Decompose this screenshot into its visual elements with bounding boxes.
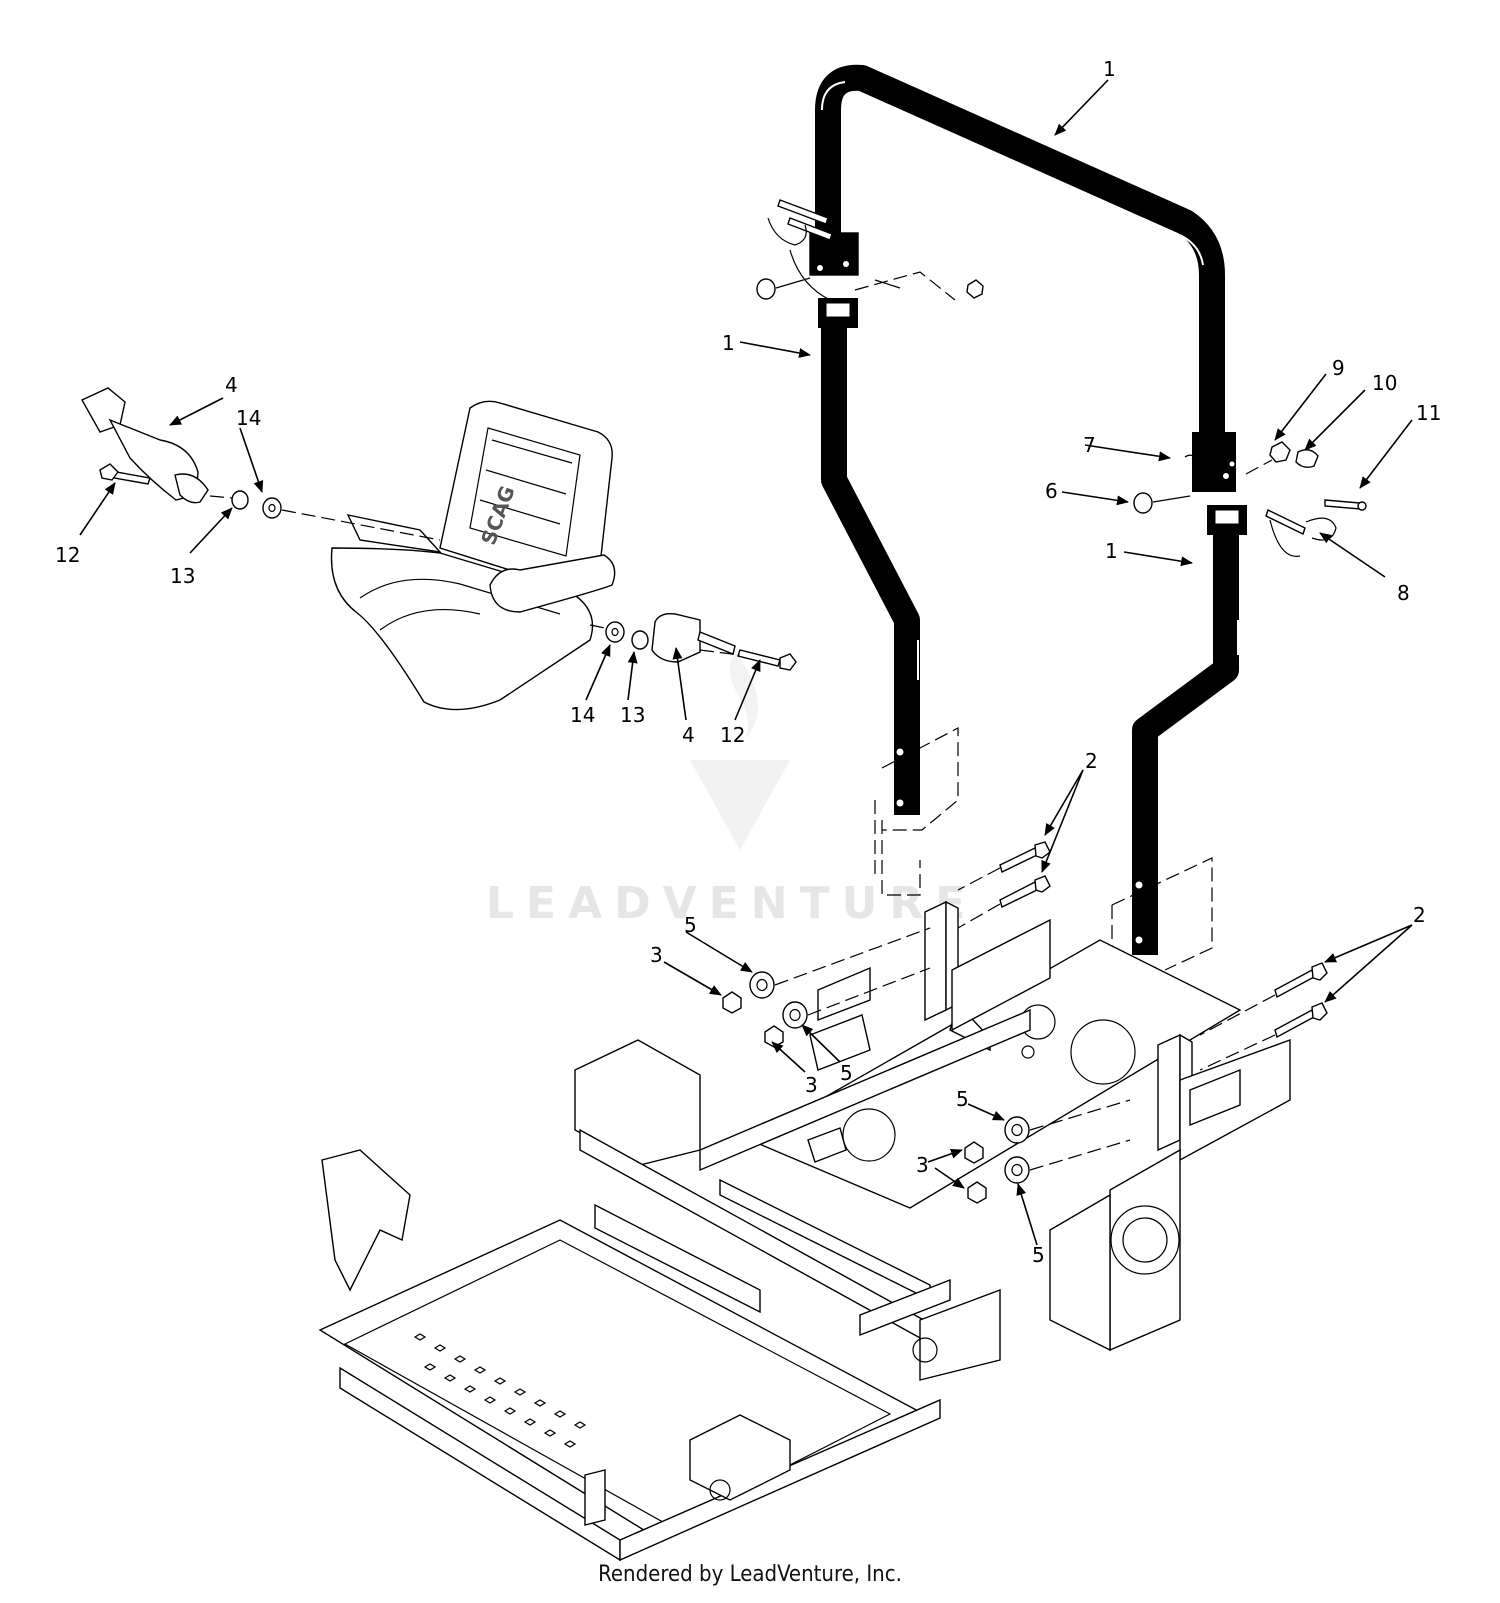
roll-bar-lower-left [818, 298, 920, 815]
seat-belt-buckle-right [589, 612, 797, 671]
callout-12-left: 12 [55, 543, 80, 567]
callout-2-left: 2 [1085, 749, 1098, 773]
upper-right-pivot-hardware [1133, 441, 1367, 557]
callout-12-right: 12 [720, 723, 745, 747]
bolts-left-pair [999, 841, 1051, 908]
callout-3-b: 3 [805, 1073, 818, 1097]
callout-3-a: 3 [650, 943, 663, 967]
callout-4-right: 4 [682, 723, 695, 747]
callout-1-right: 1 [1105, 539, 1118, 563]
roll-bar-upper [809, 64, 1236, 492]
callout-5-d: 5 [1032, 1243, 1045, 1267]
callout-10: 10 [1372, 371, 1397, 395]
callout-14-right: 14 [570, 703, 595, 727]
leader-lines [79, 79, 1413, 1246]
bolts-right-pair [1274, 962, 1328, 1039]
roll-bar-lower-right [1132, 505, 1247, 955]
frame-chassis [318, 900, 1291, 1562]
callout-5-b: 5 [840, 1061, 853, 1085]
callout-2-right: 2 [1413, 903, 1426, 927]
upper-left-pivot-hardware [756, 199, 984, 301]
bolt-guide-lines [957, 867, 1276, 1071]
callout-labels: 1 1 1 2 2 3 3 3 4 4 5 5 5 5 6 7 8 9 10 1… [55, 57, 1441, 1267]
seat: SCAG [330, 400, 616, 711]
nuts-and-washers [722, 927, 1131, 1204]
callout-14-left: 14 [236, 406, 261, 430]
callout-13-left: 13 [170, 564, 195, 588]
callout-9: 9 [1332, 356, 1345, 380]
callout-13-right: 13 [620, 703, 645, 727]
alignment-box-left [874, 727, 959, 896]
foot-plate-grip-pattern [413, 1333, 587, 1448]
callout-4-left: 4 [225, 373, 238, 397]
callout-1-top: 1 [1103, 57, 1116, 81]
footer-credit: Rendered by LeadVenture, Inc. [598, 1562, 902, 1587]
callout-5-a: 5 [684, 913, 697, 937]
callout-5-c: 5 [956, 1087, 969, 1111]
callout-7: 7 [1083, 433, 1096, 457]
callout-11: 11 [1416, 401, 1441, 425]
callout-3-c: 3 [916, 1153, 929, 1177]
callout-8: 8 [1397, 581, 1410, 605]
callout-1-left: 1 [722, 331, 735, 355]
callout-6: 6 [1045, 479, 1058, 503]
seat-belt-retractor-left [81, 387, 441, 541]
watermark-text: LEADVENTURE [486, 878, 977, 929]
watermark-logo [690, 650, 790, 850]
